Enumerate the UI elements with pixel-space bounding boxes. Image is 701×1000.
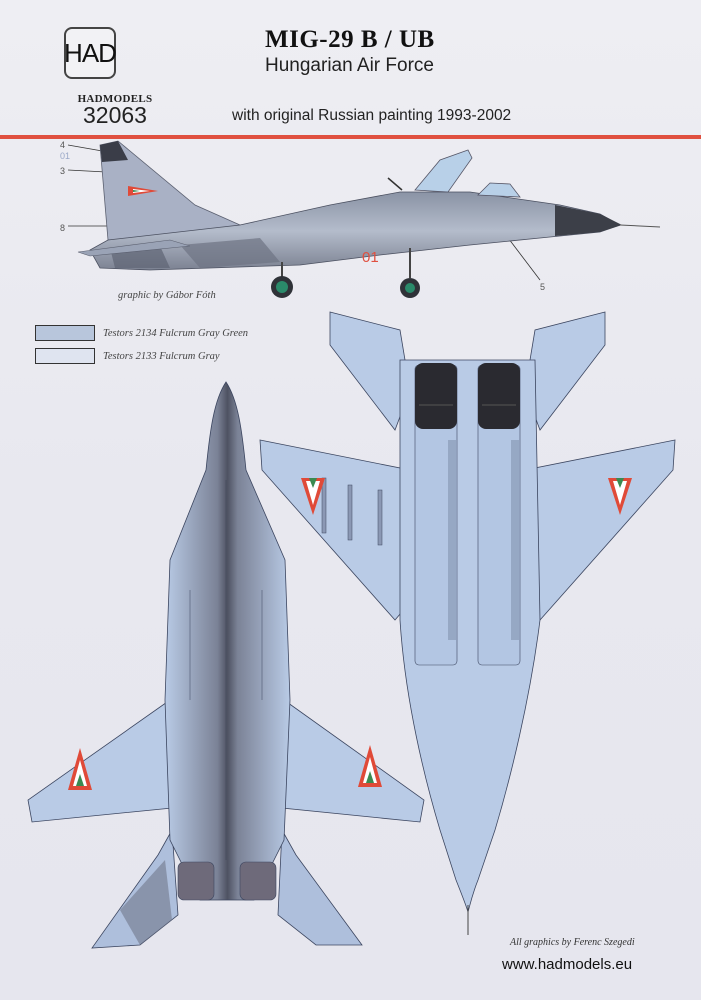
legend-label: Testors 2134 Fulcrum Gray Green <box>103 327 249 339</box>
legend-label: Testors 2133 Fulcrum Gray <box>103 350 220 362</box>
side-number: 01 <box>362 249 379 266</box>
callout-5: 5 <box>540 282 546 292</box>
callout-01: 01 <box>60 151 71 161</box>
top-right-roundel <box>358 745 382 787</box>
bottom-right-roundel <box>608 478 632 515</box>
legend-item-gray: Testors 2133 Fulcrum Gray <box>35 348 220 364</box>
top-left-roundel <box>68 748 92 790</box>
tagline: with original Russian painting 1993-2002 <box>232 107 512 124</box>
page-title: MIG-29 B / UB <box>265 26 435 53</box>
callout-8: 8 <box>60 223 66 233</box>
header-divider <box>0 135 701 139</box>
page-subtitle: Hungarian Air Force <box>265 55 434 76</box>
swatch-gray-green <box>35 325 95 341</box>
brand-name: HADMODELS <box>77 93 153 105</box>
legend-item-gray-green: Testors 2134 Fulcrum Gray Green <box>35 325 248 341</box>
bottom-left-roundel <box>301 478 325 515</box>
had-logo-icon: HAD <box>64 37 117 68</box>
swatch-gray <box>35 348 95 364</box>
side-view-credit: graphic by Gábor Fóth <box>118 290 216 301</box>
kit-number: 32063 <box>83 102 147 128</box>
had-logo: HAD <box>64 27 117 79</box>
callout-3: 3 <box>60 166 66 176</box>
graphics-credit: All graphics by Ferenc Szegedi <box>510 937 635 948</box>
website-link[interactable]: www.hadmodels.eu <box>502 956 633 973</box>
callout-4: 4 <box>60 140 66 150</box>
side-view-aircraft: 01 <box>67 140 661 298</box>
